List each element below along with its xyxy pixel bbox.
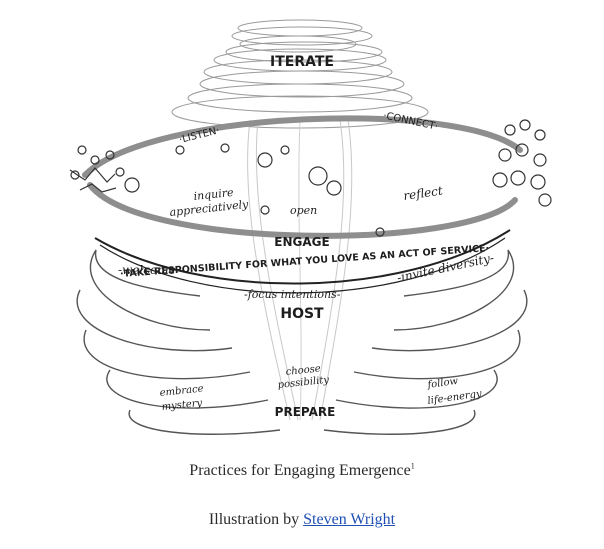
footnote-marker: 1 (410, 461, 415, 471)
credit-link[interactable]: Steven Wright (303, 511, 396, 528)
label-embrace-2: mystery (161, 398, 203, 413)
caption-title: Practices for Engaging Emergence (189, 462, 411, 479)
label-open: open (290, 204, 317, 217)
label-engage: ENGAGE (274, 235, 329, 249)
practices-illustration: ITERATE ·LISTEN· ·CONNECT· inquire appre… (69, 19, 552, 435)
label-connect: ·CONNECT· (382, 110, 439, 132)
label-inquire-1: inquire (193, 186, 235, 203)
caption-credit-line: Illustration by Steven Wright (0, 511, 604, 529)
host-wings (76, 249, 528, 435)
people-center (175, 143, 385, 237)
label-choose-2: possibility (277, 375, 330, 391)
label-reflect: reflect (402, 184, 443, 203)
people-right-cluster (492, 119, 552, 207)
label-follow-1: follow (426, 376, 459, 391)
engage-ring (82, 115, 523, 294)
label-host: HOST (280, 306, 324, 322)
label-choose-1: choose (285, 363, 321, 378)
label-focus-intentions: -focus intentions- (244, 288, 341, 301)
label-embrace-1: embrace (159, 383, 204, 399)
credit-prefix: Illustration by (208, 511, 304, 528)
caption-title-line: Practices for Engaging Emergence1 (0, 462, 604, 480)
swirl-lines (171, 19, 429, 421)
people-left-cluster (69, 145, 140, 193)
label-inquire-2: appreciatively (169, 198, 250, 219)
label-welcome: -welcome- (118, 263, 180, 277)
label-prepare: PREPARE (275, 405, 336, 419)
label-iterate: ITERATE (270, 54, 334, 70)
